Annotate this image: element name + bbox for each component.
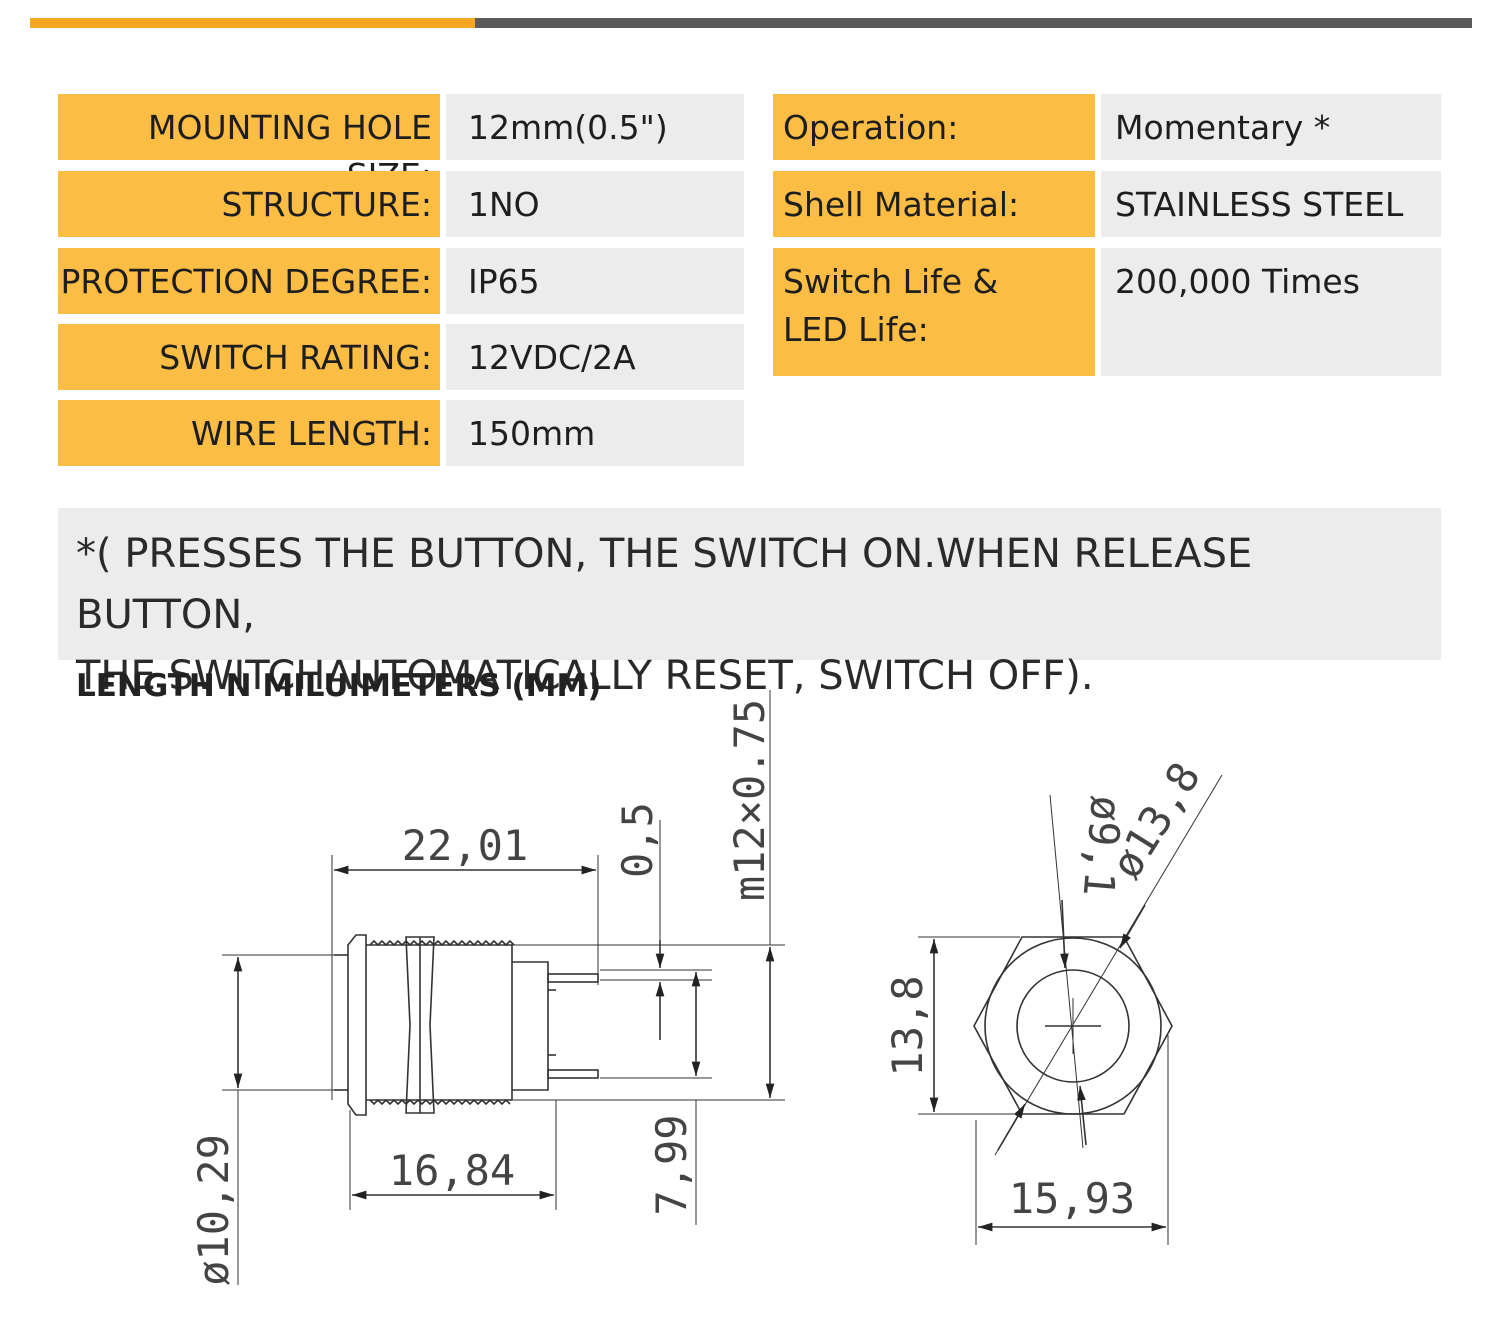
accent-bar <box>30 18 475 28</box>
spec-label-mounting: MOUNTING HOLE SIZE: <box>58 94 440 195</box>
dim-thread-length: 16,84 <box>389 1146 515 1195</box>
dim-thread: m12×0.75 <box>725 699 774 901</box>
dim-hex-width: 15,93 <box>1009 1174 1135 1223</box>
operation-note: *( PRESSES THE BUTTON, THE SWITCH ON.WHE… <box>58 508 1441 699</box>
dim-hex-height: 13,8 <box>883 975 932 1076</box>
button-face <box>1016 969 1130 1083</box>
spec-value-shell: STAINLESS STEEL <box>1101 171 1441 237</box>
note-line-1: *( PRESSES THE BUTTON, THE SWITCH ON.WHE… <box>76 531 1253 638</box>
spec-label-protection: PROTECTION DEGREE: <box>58 248 440 314</box>
spec-label-structure: STRUCTURE: <box>58 171 440 237</box>
spec-value-operation: Momentary * <box>1101 94 1441 160</box>
spec-label-life-line1: Switch Life & <box>783 262 999 301</box>
spec-label-wire: WIRE LENGTH: <box>58 400 440 466</box>
thread-top <box>369 939 515 947</box>
spec-label-operation: Operation: <box>773 94 1095 160</box>
spec-value-protection: IP65 <box>446 248 744 314</box>
dim-inner-dia: ø9,1 <box>1074 794 1132 899</box>
spec-label-life: Switch Life & LED Life: <box>773 248 1095 376</box>
flange <box>347 934 367 1116</box>
spec-value-mounting: 12mm(0.5") <box>446 94 744 160</box>
spec-value-life: 200,000 Times <box>1101 248 1441 376</box>
spec-value-rating: 12VDC/2A <box>446 324 744 390</box>
spec-label-rating: SWITCH RATING: <box>58 324 440 390</box>
dim-flange-gap: 0,5 <box>613 802 662 878</box>
dim-diameter-base: ø10,29 <box>189 1134 238 1286</box>
dim-terminal-span: 7,99 <box>647 1114 696 1215</box>
note-line-2: THE SWITCHAUTOMATICALLY RESET, SWITCH OF… <box>76 653 1094 699</box>
spec-value-structure: 1NO <box>446 171 744 237</box>
spec-value-wire: 150mm <box>446 400 744 466</box>
header-bar <box>475 18 1472 28</box>
nut <box>405 936 435 1114</box>
spec-label-shell: Shell Material: <box>773 171 1095 237</box>
dim-length-total: 22,01 <box>402 821 528 870</box>
hex-inner-ring <box>984 937 1162 1115</box>
spec-label-life-line2: LED Life: <box>783 310 929 349</box>
thread-bottom <box>369 1098 511 1106</box>
diagram-caption: LENGTH N MILUIMETERS (MM) <box>76 668 602 704</box>
